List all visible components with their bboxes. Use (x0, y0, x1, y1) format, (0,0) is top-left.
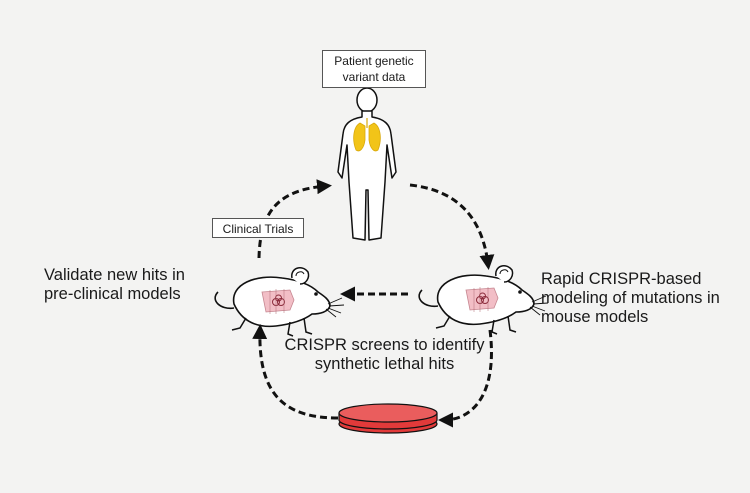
validate-hits-label: Validate new hits in pre-clinical models (44, 266, 185, 303)
rapid-crispr-modeling-label: Rapid CRISPR-based modeling of mutations… (541, 270, 720, 326)
patient-genetic-variant-box: Patient genetic variant data (322, 50, 426, 88)
crispr-screens-label: CRISPR screens to identify synthetic let… (284, 336, 485, 373)
arrow-icon (252, 179, 495, 428)
clinical-trials-box: Clinical Trials (212, 218, 304, 238)
mouse-icon (214, 266, 345, 337)
petri-dish-icon (338, 403, 438, 434)
human-figure-icon (337, 87, 397, 241)
mouse-icon (418, 264, 549, 335)
